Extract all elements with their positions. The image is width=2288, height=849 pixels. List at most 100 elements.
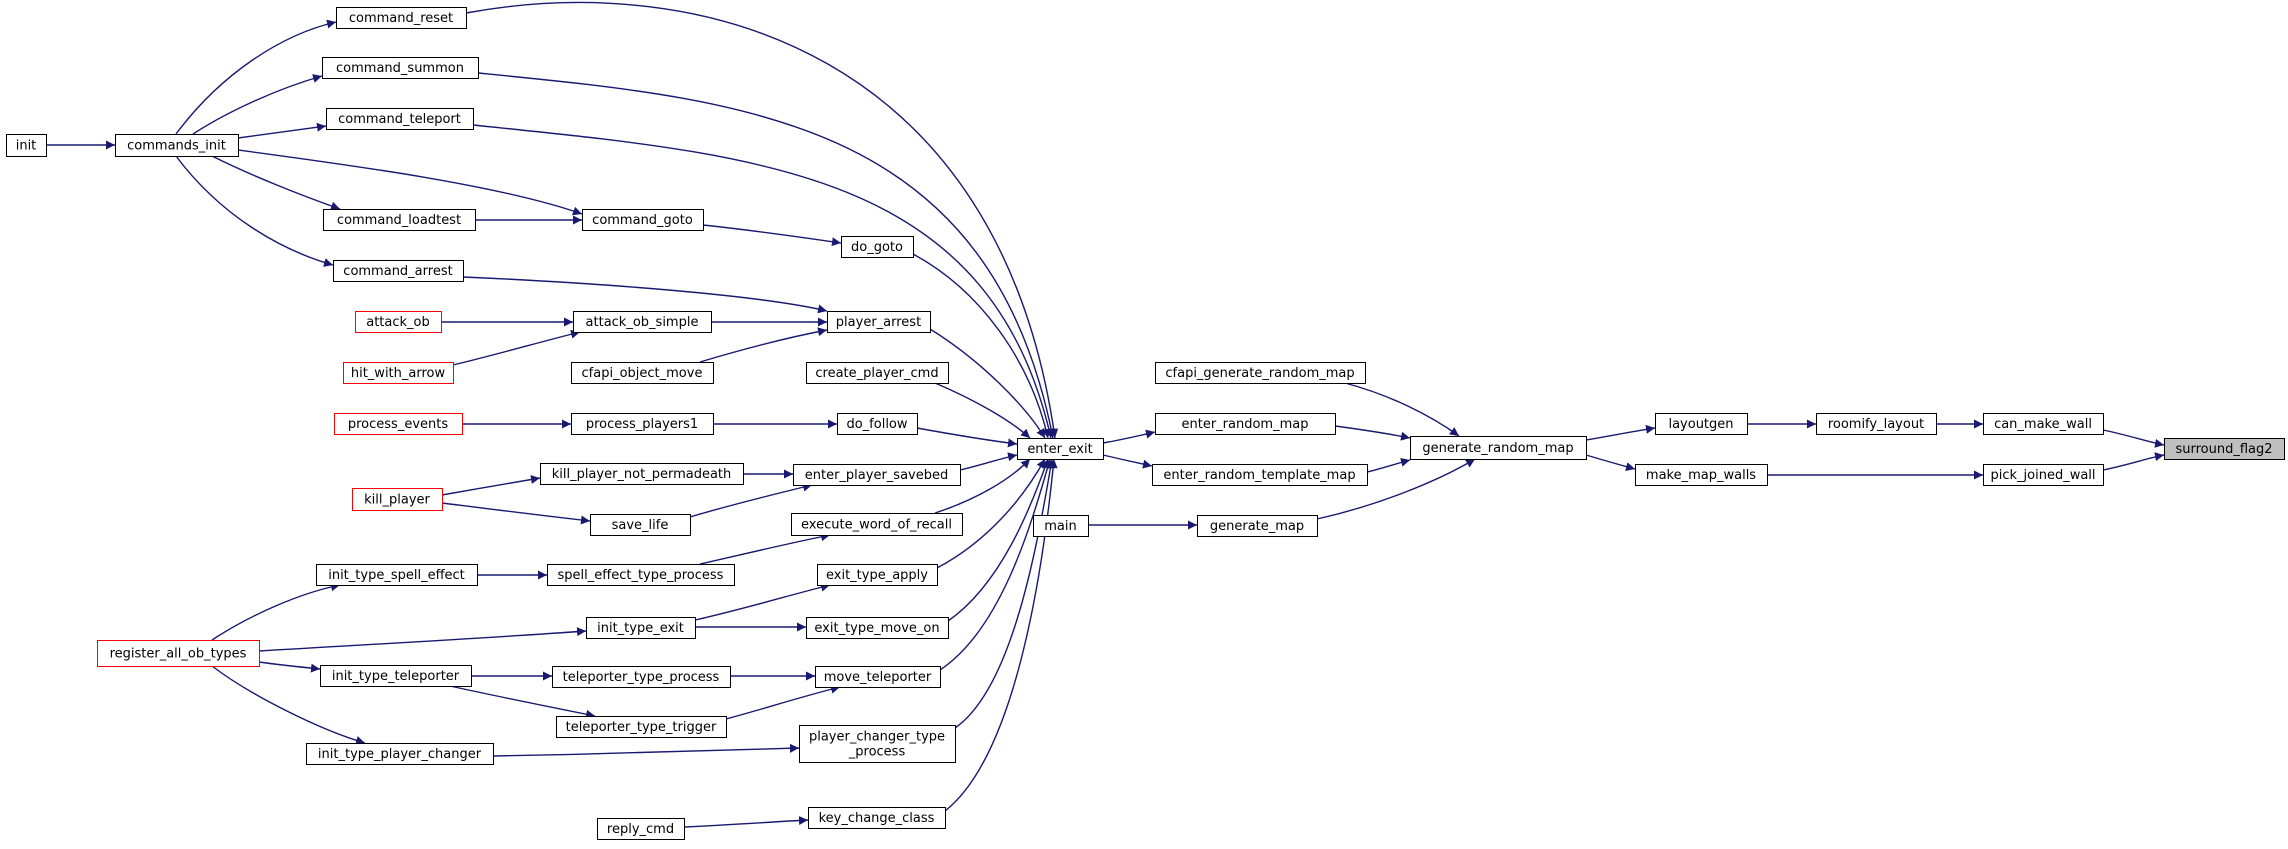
node-box [334, 413, 463, 435]
edge-enter-random-map-to-generate-random-map [1334, 425, 1411, 441]
node-player-changer-type-process[interactable]: player_changer_type_process [799, 725, 956, 763]
node-commands-init[interactable]: commands_init [115, 134, 239, 157]
node-box [817, 564, 938, 586]
node-label: init_type_player_changer [318, 747, 482, 762]
node-register-all-ob-types[interactable]: register_all_ob_types [97, 640, 260, 667]
node-box [97, 640, 260, 667]
node-hit-with-arrow[interactable]: hit_with_arrow [343, 362, 454, 384]
node-command-teleport[interactable]: command_teleport [326, 108, 474, 130]
edge-generate-random-map-to-layoutgen [1585, 424, 1656, 441]
node-box [540, 463, 744, 485]
edge-exit-type-apply-to-enter-exit [936, 458, 1046, 569]
node-exit-type-move-on[interactable]: exit_type_move_on [806, 617, 949, 639]
node-box [806, 617, 949, 639]
node-process-events[interactable]: process_events [334, 413, 463, 435]
edge-command-summon-to-enter-exit [477, 72, 1056, 439]
node-box [808, 807, 946, 829]
node-pick-joined-wall[interactable]: pick_joined_wall [1983, 464, 2104, 486]
node-label: execute_word_of_recall [801, 518, 952, 533]
node-box [571, 413, 714, 435]
node-box [336, 7, 467, 29]
node-box [1410, 436, 1587, 460]
node-init-type-player-changer[interactable]: init_type_player_changer [306, 743, 494, 765]
node-enter-exit[interactable]: enter_exit [1017, 438, 1104, 460]
node-box [320, 665, 472, 687]
edge-command-teleport-to-enter-exit [472, 124, 1054, 439]
node-init-type-exit[interactable]: init_type_exit [586, 617, 696, 639]
node-cfapi-generate-random-map[interactable]: cfapi_generate_random_map [1155, 362, 1366, 384]
node-make-map-walls[interactable]: make_map_walls [1635, 464, 1768, 486]
node-label: process_events [348, 417, 448, 432]
node-label: init [16, 139, 37, 154]
node-surround-flag2[interactable]: surround_flag2 [2164, 438, 2285, 460]
node-exit-type-apply[interactable]: exit_type_apply [817, 564, 938, 586]
edge-key-change-class-to-enter-exit [944, 458, 1058, 812]
node-cfapi-object-move[interactable]: cfapi_object_move [571, 362, 714, 384]
node-command-reset[interactable]: command_reset [336, 7, 467, 29]
edge-init-type-exit-to-exit-type-apply [694, 582, 831, 621]
node-box [1635, 464, 1768, 486]
node-box [793, 464, 961, 486]
node-move-teleporter[interactable]: move_teleporter [815, 666, 941, 688]
node-init-type-teleporter[interactable]: init_type_teleporter [320, 665, 472, 687]
node-label: main [1044, 519, 1076, 534]
node-process-players1[interactable]: process_players1 [571, 413, 714, 435]
edge-register-all-ob-types-to-init-type-player-changer [211, 665, 366, 745]
node-enter-random-map[interactable]: enter_random_map [1155, 413, 1336, 435]
node-teleporter-type-process[interactable]: teleporter_type_process [552, 666, 731, 688]
node-box [1155, 362, 1366, 384]
node-do-goto[interactable]: do_goto [841, 236, 914, 258]
edge-command-reset-to-enter-exit [465, 1, 1059, 439]
node-main[interactable]: main [1033, 515, 1089, 537]
node-teleporter-type-trigger[interactable]: teleporter_type_trigger [556, 716, 727, 738]
node-attack-ob[interactable]: attack_ob [355, 311, 442, 333]
node-box [6, 134, 47, 157]
node-label: player_arrest [836, 315, 921, 330]
edge-cfapi-object-move-to-player-arrest [699, 327, 828, 363]
edge-kill-player-to-kill-player-not-permadeath [441, 475, 541, 496]
node-player-arrest[interactable]: player_arrest [827, 311, 931, 333]
node-init[interactable]: init [6, 134, 47, 157]
edge-exit-type-move-on-to-enter-exit [947, 458, 1050, 622]
edge-reply-cmd-to-key-change-class [683, 815, 809, 828]
node-label: command_loadtest [337, 213, 461, 228]
node-box [815, 666, 941, 688]
node-attack-ob-simple[interactable]: attack_ob_simple [573, 311, 712, 333]
node-command-goto[interactable]: command_goto [582, 209, 704, 231]
edge-save-life-to-enter-player-savebed [689, 482, 813, 518]
node-command-loadtest[interactable]: command_loadtest [323, 209, 476, 231]
node-box [1197, 515, 1318, 537]
node-generate-random-map[interactable]: generate_random_map [1410, 436, 1587, 460]
node-create-player-cmd[interactable]: create_player_cmd [806, 362, 949, 384]
node-label: teleporter_type_trigger [566, 720, 717, 735]
node-command-summon[interactable]: command_summon [322, 57, 479, 79]
node-reply-cmd[interactable]: reply_cmd [597, 818, 685, 840]
node-box [1655, 413, 1748, 435]
node-label: cfapi_generate_random_map [1165, 366, 1354, 381]
node-label: do_goto [851, 240, 903, 255]
edge-commands-init-to-command-loadtest [211, 155, 341, 211]
node-command-arrest[interactable]: command_arrest [333, 260, 464, 282]
node-enter-random-template-map[interactable]: enter_random_template_map [1152, 464, 1368, 486]
node-kill-player[interactable]: kill_player [352, 488, 443, 511]
node-generate-map[interactable]: generate_map [1197, 515, 1318, 537]
node-label: pick_joined_wall [1990, 468, 2095, 483]
node-box [333, 260, 464, 282]
node-box [571, 362, 714, 384]
node-roomify-layout[interactable]: roomify_layout [1816, 413, 1937, 435]
node-save-life[interactable]: save_life [590, 514, 691, 536]
node-label: key_change_class [819, 811, 935, 826]
node-kill-player-not-permadeath[interactable]: kill_player_not_permadeath [540, 463, 744, 485]
edges-layer [46, 1, 2165, 828]
node-key-change-class[interactable]: key_change_class [808, 807, 946, 829]
node-spell-effect-type-process[interactable]: spell_effect_type_process [547, 564, 735, 586]
node-can-make-wall[interactable]: can_make_wall [1983, 413, 2104, 435]
node-layoutgen[interactable]: layoutgen [1655, 413, 1748, 435]
node-execute-word-of-recall[interactable]: execute_word_of_recall [791, 513, 963, 536]
node-label: cfapi_object_move [582, 366, 703, 381]
node-do-follow[interactable]: do_follow [837, 413, 918, 435]
node-enter-player-savebed[interactable]: enter_player_savebed [793, 464, 961, 486]
node-init-type-spell-effect[interactable]: init_type_spell_effect [316, 564, 478, 586]
node-box [1033, 515, 1089, 537]
